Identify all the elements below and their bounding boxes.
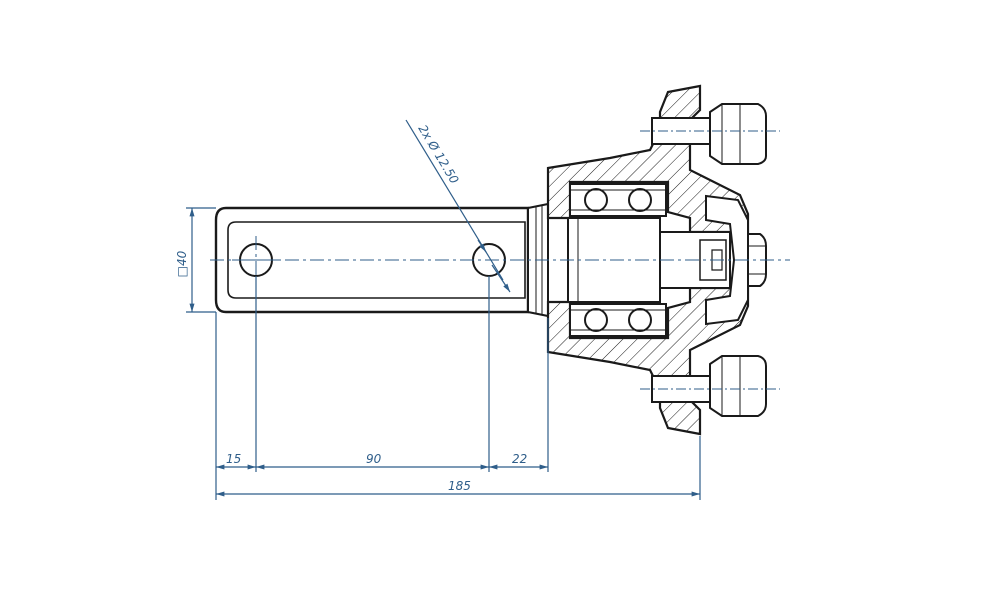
wheel-bolt-upper <box>651 103 767 165</box>
square-size-label: □40 <box>175 250 189 277</box>
dim-text-15: 15 <box>226 452 241 466</box>
centerlines <box>210 236 790 284</box>
dust-cap <box>705 194 749 326</box>
hole-leader <box>405 119 511 293</box>
dim-text-90: 90 <box>366 452 382 466</box>
bearing-lower <box>569 303 667 337</box>
dim-text-185: 185 <box>448 479 471 493</box>
center-nut <box>747 233 767 287</box>
bearing-upper <box>569 183 667 217</box>
bolt-centerlines <box>640 130 780 390</box>
hole-callout-label: 2x Ø 12.50 <box>415 122 461 186</box>
dim-text-22: 22 <box>512 452 527 466</box>
